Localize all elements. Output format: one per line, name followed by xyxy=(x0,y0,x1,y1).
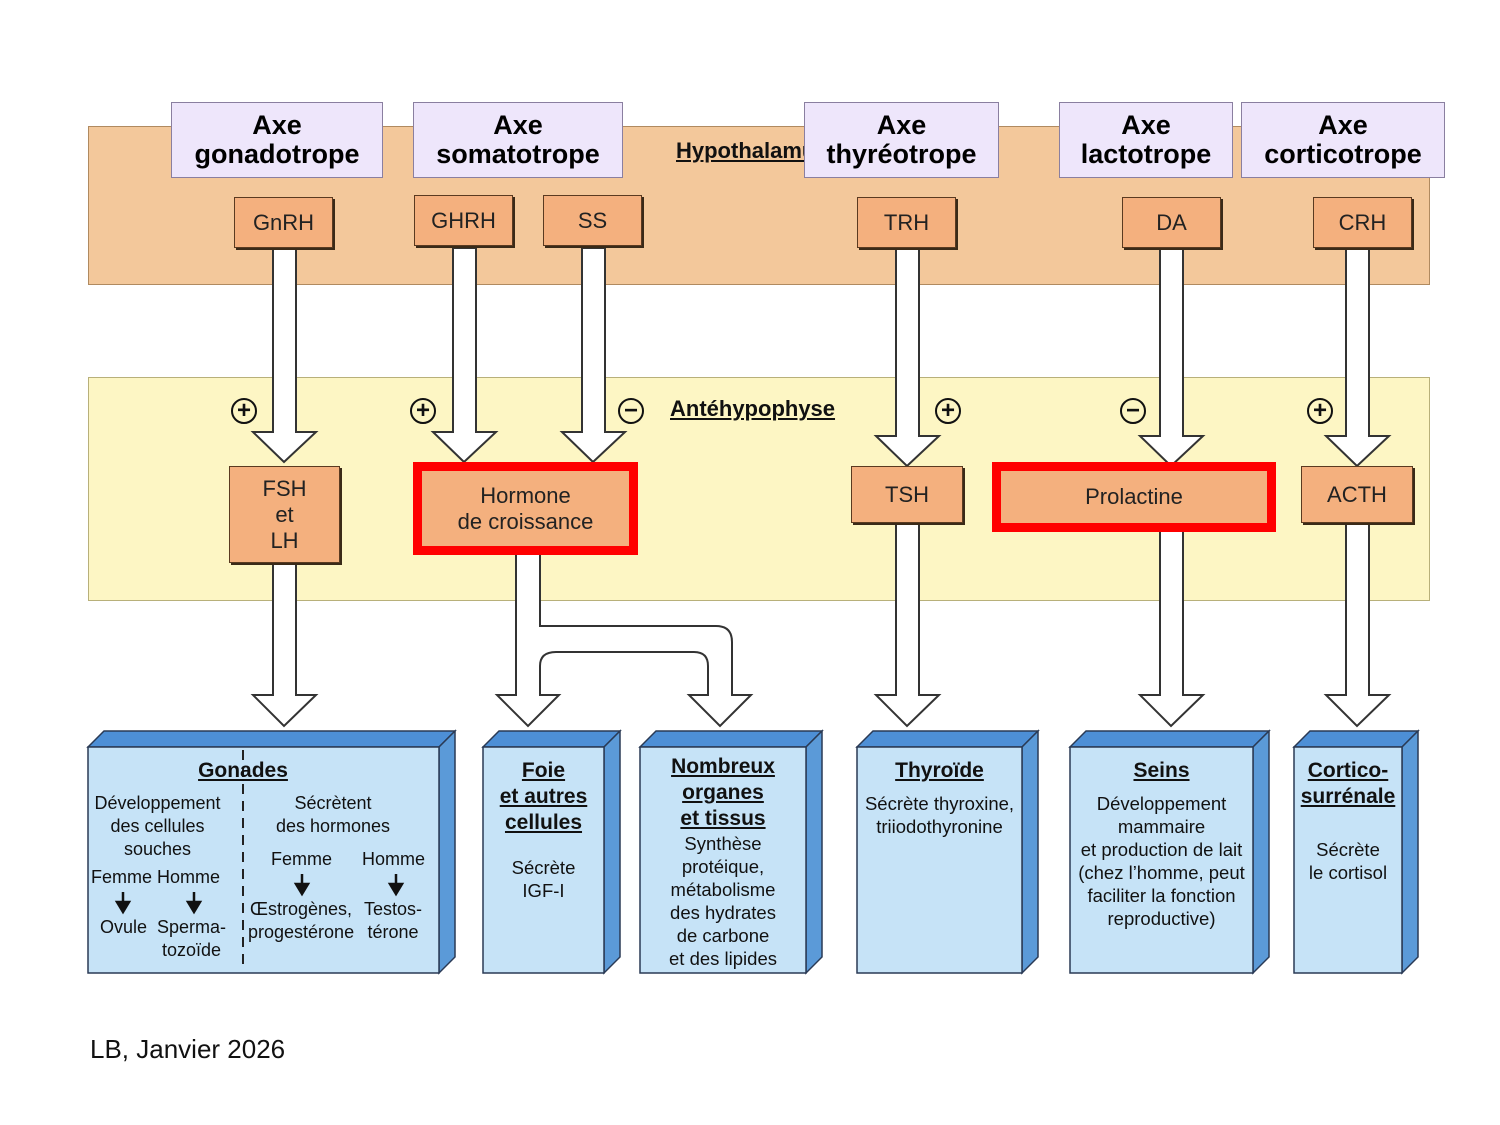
box-organes-top xyxy=(638,730,824,748)
plus-sign-crh: + xyxy=(1307,398,1333,424)
foie-text: Foie et autres cellules Sécrète IGF-I xyxy=(483,758,604,902)
organes-title: Nombreux organes et tissus xyxy=(671,755,775,830)
box-cortico-face xyxy=(1293,746,1403,974)
axis-gonadotrope: Axe gonadotrope xyxy=(171,102,383,178)
plus-sign-ghrh: + xyxy=(410,398,436,424)
hypothalamus-label: Hypothalamus xyxy=(676,138,806,163)
hormone-prolactine: Prolactine xyxy=(992,462,1276,532)
hormone-croissance: Hormone de croissance xyxy=(413,462,638,555)
down-arrow-femme-right xyxy=(293,882,311,897)
gonades-right-text: Sécrètent des hormones xyxy=(275,793,391,836)
box-seins-top xyxy=(1068,730,1271,748)
organes-desc: Synthèse protéique, métabolisme des hydr… xyxy=(669,833,777,969)
arrow-crh xyxy=(1323,247,1392,468)
arrow-prolactine xyxy=(1137,527,1206,728)
box-foie-side xyxy=(603,729,621,975)
hormone-da: DA xyxy=(1122,197,1221,248)
seins-desc: Développement mammaire et production de … xyxy=(1078,793,1245,929)
box-cortico-top xyxy=(1292,730,1420,748)
plus-sign-trh: + xyxy=(935,398,961,424)
gonades-left-sub: Femme Homme xyxy=(91,867,221,887)
box-thyroide-side xyxy=(1021,729,1039,975)
box-seins-side xyxy=(1252,729,1270,975)
box-thyroide-face xyxy=(856,746,1023,974)
minus-sign-ss: − xyxy=(618,398,644,424)
arrow-gnrh xyxy=(250,247,319,464)
down-arrow-homme-right xyxy=(387,882,405,897)
box-organes-face xyxy=(639,746,807,974)
arrow-tsh xyxy=(873,522,942,728)
box-thyroide-top xyxy=(855,730,1040,748)
gonades-title: Gonades xyxy=(198,759,288,782)
foie-desc: Sécrète IGF-I xyxy=(511,857,576,901)
thyroide-desc: Sécrète thyroxine, triiodothyronine xyxy=(864,793,1015,837)
minus-sign-da: − xyxy=(1120,398,1146,424)
arrow-ss xyxy=(559,247,628,464)
arrow-ghrh xyxy=(430,247,499,464)
arrow-trh xyxy=(873,247,942,468)
organes-text: Nombreux organes et tissus Synthèse prot… xyxy=(640,754,806,970)
hormone-ghrh: GHRH xyxy=(414,195,513,246)
cortico-text: Cortico- surrénale Sécrète le cortisol xyxy=(1294,758,1402,884)
gonades-left-out2: Sperma- tozoïde xyxy=(157,917,227,960)
arrow-hormone-croissance xyxy=(494,553,754,728)
footer-credit: LB, Janvier 2026 xyxy=(90,1034,286,1064)
gonades-right-out1: Œstrogènes, progestérone xyxy=(248,899,355,942)
down-arrow-femme-left xyxy=(114,900,132,915)
thyroide-title: Thyroïde xyxy=(895,759,984,782)
seins-title: Seins xyxy=(1133,759,1190,782)
hormone-crh: CRH xyxy=(1313,197,1412,248)
axis-thyreotrope: Axe thyréotrope xyxy=(804,102,999,178)
box-cortico-side xyxy=(1401,729,1419,975)
foie-title: Foie et autres cellules xyxy=(499,759,588,834)
arrow-acth xyxy=(1323,522,1392,728)
arrow-fsh-lh xyxy=(250,562,319,728)
box-gonades-side xyxy=(438,729,456,975)
cortico-title: Cortico- surrénale xyxy=(1300,759,1396,808)
gonades-right-out2: Testos- térone xyxy=(364,899,423,942)
thyroide-text: Thyroïde Sécrète thyroxine, triiodothyro… xyxy=(857,758,1022,838)
axis-corticotrope: Axe corticotrope xyxy=(1241,102,1445,178)
hormone-tsh: TSH xyxy=(851,466,963,523)
hormone-trh: TRH xyxy=(857,197,956,248)
gonades-left-out1: Ovule xyxy=(100,917,148,937)
box-gonades-face xyxy=(87,746,440,974)
box-seins-face xyxy=(1069,746,1254,974)
cortico-desc: Sécrète le cortisol xyxy=(1308,839,1388,883)
plus-sign-gnrh: + xyxy=(231,398,257,424)
antehypophyse-label: Antéhypophyse xyxy=(670,396,836,421)
seins-text: Seins Développement mammaire et producti… xyxy=(1070,758,1253,930)
gonades-left-text: Développement des cellules souches xyxy=(94,793,221,859)
gonades-right-homme: Homme xyxy=(362,849,426,869)
hormone-ss: SS xyxy=(543,195,642,246)
box-foie-top xyxy=(481,730,622,748)
hormone-gnrh: GnRH xyxy=(234,197,333,248)
box-organes-side xyxy=(805,729,823,975)
box-foie-face xyxy=(482,746,605,974)
arrow-da xyxy=(1137,247,1206,468)
hormone-acth: ACTH xyxy=(1301,466,1413,523)
gonades-right-femme: Femme xyxy=(271,849,333,869)
down-arrow-homme-left xyxy=(185,900,203,915)
box-gonades-top xyxy=(86,730,457,748)
axis-somatotrope: Axe somatotrope xyxy=(413,102,623,178)
hormone-fsh-lh: FSH et LH xyxy=(229,466,340,563)
axis-lactotrope: Axe lactotrope xyxy=(1059,102,1233,178)
